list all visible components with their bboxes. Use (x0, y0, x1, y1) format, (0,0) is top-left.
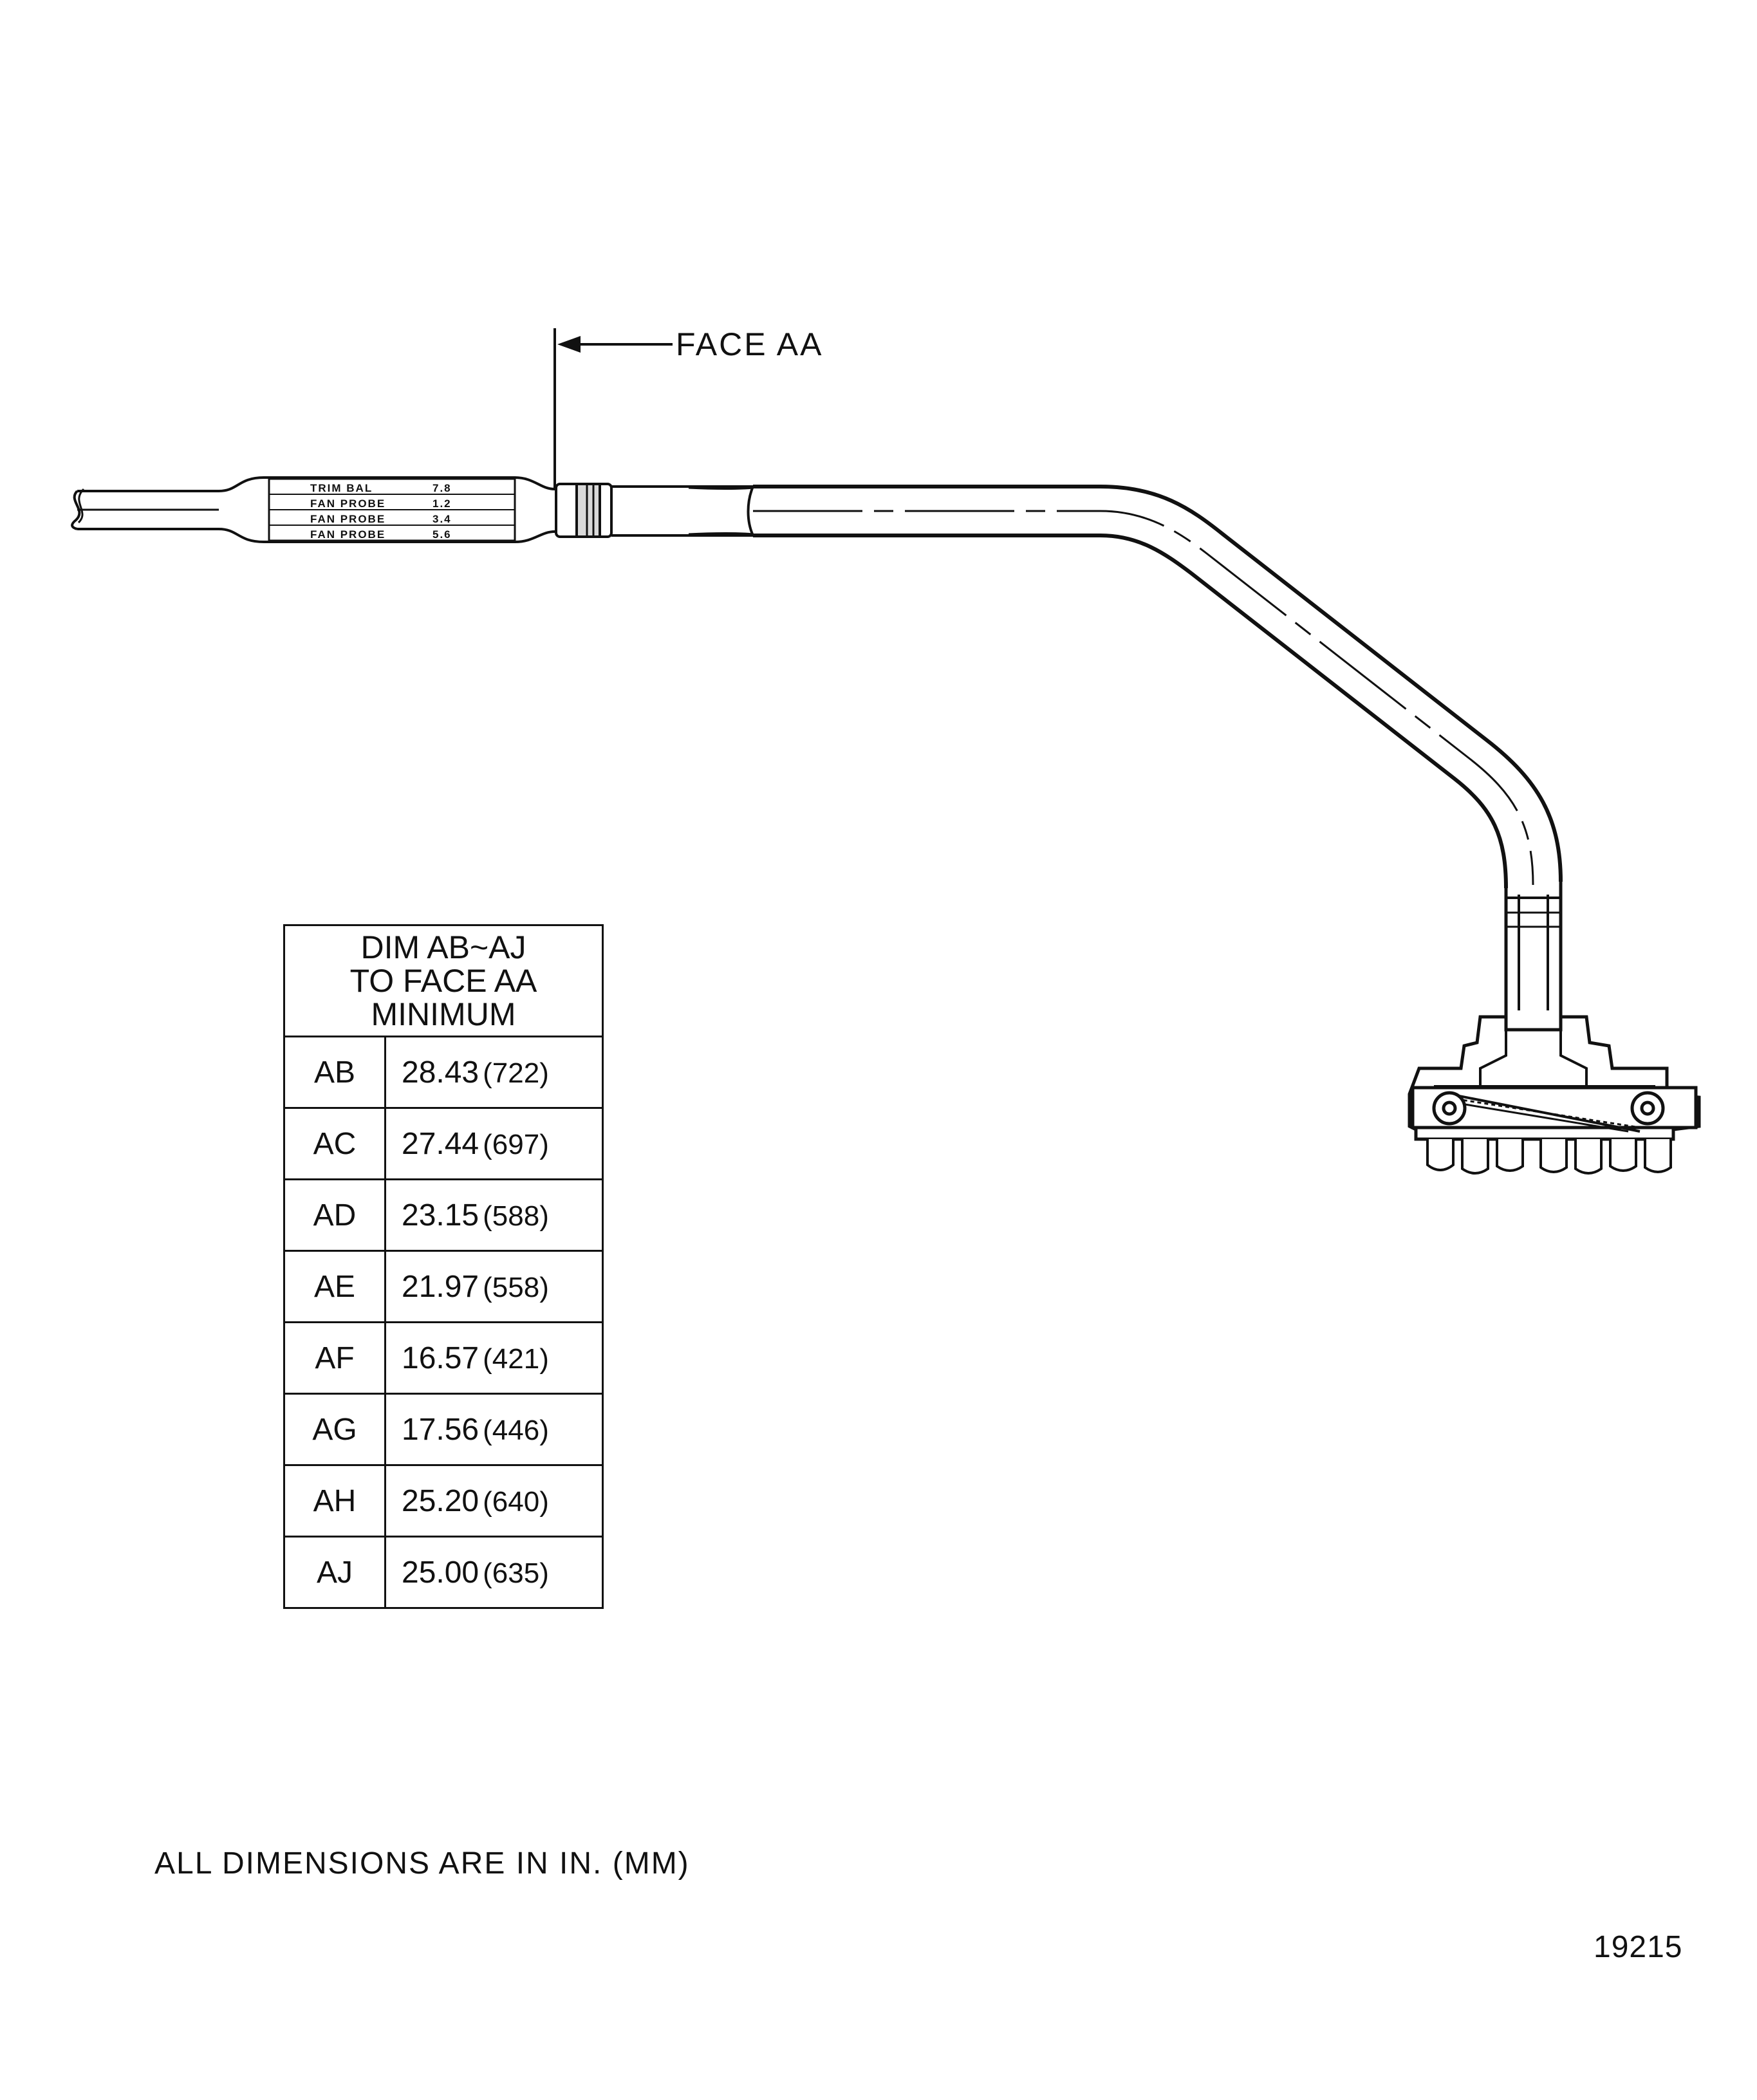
dimension-value: 17.56(446) (384, 1393, 604, 1466)
value-inches: 25.00 (402, 1555, 479, 1590)
dimension-table-header-row: DIM AB~AJ TO FACE AA MINIMUM (283, 924, 604, 1037)
dimension-value: 28.43(722) (384, 1036, 604, 1109)
band-label-3-value: 3.4 (432, 513, 452, 525)
band-label-3-name: FAN PROBE (310, 513, 386, 525)
dimension-value: 21.97(558) (384, 1250, 604, 1323)
dimension-code: AE (283, 1250, 386, 1323)
table-row: AD 23.15(588) (283, 1178, 604, 1252)
band-label-2-value: 1.2 (432, 497, 452, 510)
conduit-section (611, 485, 754, 537)
table-row: AH 25.20(640) (283, 1464, 604, 1538)
value-inches: 28.43 (402, 1055, 479, 1090)
value-mm: (697) (483, 1128, 549, 1160)
value-mm: (446) (483, 1414, 549, 1446)
table-row: AC 27.44(697) (283, 1107, 604, 1180)
header-line-2: TO FACE AA (349, 963, 537, 999)
dimension-code: AB (283, 1036, 386, 1109)
header-line-3: MINIMUM (371, 996, 516, 1032)
arrow-head-icon (557, 336, 581, 353)
value-mm: (635) (483, 1557, 549, 1589)
header-line-1: DIM AB~AJ (360, 929, 526, 965)
band-label-4-value: 5.6 (432, 528, 452, 541)
table-row: AF 16.57(421) (283, 1321, 604, 1395)
value-inches: 16.57 (402, 1341, 479, 1375)
dimension-code: AJ (283, 1536, 386, 1609)
dimension-code: AF (283, 1321, 386, 1395)
dimension-code: AD (283, 1178, 386, 1252)
band-label-1-value: 7.8 (432, 482, 452, 494)
dimension-code: AG (283, 1393, 386, 1466)
cable-left-stub (71, 476, 555, 543)
table-row: AE 21.97(558) (283, 1250, 604, 1323)
dimension-value: 25.00(635) (384, 1536, 604, 1609)
value-inches: 23.15 (402, 1198, 479, 1232)
vertical-drop (1504, 882, 1563, 1017)
units-note: ALL DIMENSIONS ARE IN IN. (MM) (154, 1846, 690, 1881)
table-row: AB 28.43(722) (283, 1036, 604, 1109)
dimension-table-header: DIM AB~AJ TO FACE AA MINIMUM (283, 924, 604, 1037)
value-mm: (722) (483, 1057, 549, 1089)
value-mm: (640) (483, 1485, 549, 1518)
bent-tube (753, 485, 1563, 889)
dimension-table: DIM AB~AJ TO FACE AA MINIMUM AB 28.43(72… (283, 924, 604, 1609)
dimension-value: 27.44(697) (384, 1107, 604, 1180)
value-mm: (588) (483, 1200, 549, 1232)
table-row: AG 17.56(446) (283, 1393, 604, 1466)
connector (1408, 1015, 1701, 1141)
marker-band: TRIM BAL 7.8 FAN PROBE 1.2 FAN PROBE 3.4… (268, 478, 516, 542)
dimension-value: 16.57(421) (384, 1321, 604, 1395)
band-label-4-name: FAN PROBE (310, 528, 386, 541)
value-inches: 17.56 (402, 1412, 479, 1447)
dimension-value: 25.20(640) (384, 1464, 604, 1538)
clamp-grommet (555, 483, 613, 538)
face-aa-label: FACE AA (676, 326, 823, 362)
value-inches: 25.20 (402, 1483, 479, 1518)
band-label-1-name: TRIM BAL (310, 482, 373, 494)
value-mm: (558) (483, 1271, 549, 1303)
value-mm: (421) (483, 1343, 549, 1375)
value-inches: 21.97 (402, 1269, 479, 1304)
value-inches: 27.44 (402, 1126, 479, 1161)
connector-pins (1426, 1139, 1672, 1175)
band-label-2-name: FAN PROBE (310, 497, 386, 510)
table-row: AJ 25.00(635) (283, 1536, 604, 1609)
dimension-code: AH (283, 1464, 386, 1538)
figure-number: 19215 (1594, 1930, 1683, 1964)
dimension-code: AC (283, 1107, 386, 1180)
dimension-value: 23.15(588) (384, 1178, 604, 1252)
face-aa-reference: FACE AA (553, 326, 823, 489)
